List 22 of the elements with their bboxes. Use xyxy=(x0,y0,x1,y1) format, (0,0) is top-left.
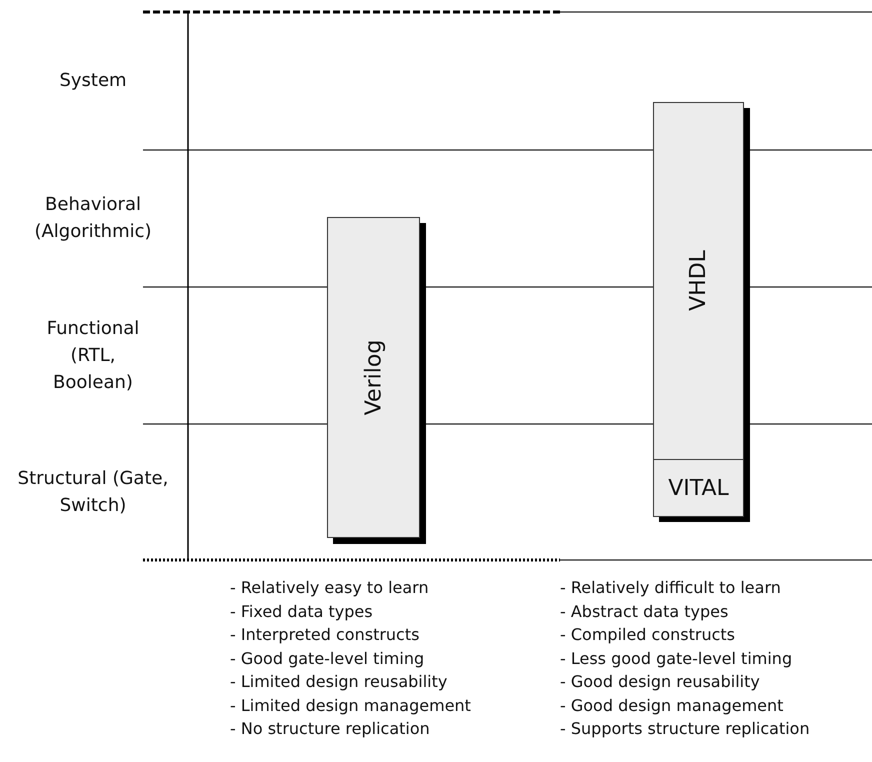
level-label: System xyxy=(59,68,127,92)
feature-item: - Limited design reusability xyxy=(230,672,448,692)
feature-item: - Relatively difficult to learn xyxy=(560,578,781,598)
feature-item: - Limited design management xyxy=(230,696,471,716)
bar-label: Verilog xyxy=(360,340,387,416)
feature-item: - Relatively easy to learn xyxy=(230,578,429,598)
level-label: Behavioral (Algorithmic) xyxy=(33,193,153,244)
feature-item: - Good design management xyxy=(560,696,784,716)
feature-item: - Compiled constructs xyxy=(560,625,735,645)
feature-item: - Abstract data types xyxy=(560,602,728,622)
feature-item: - Supports structure replication xyxy=(560,719,810,739)
sub-bar xyxy=(653,459,744,517)
level-label: Structural (Gate, Switch) xyxy=(16,467,170,518)
feature-item: - Good design reusability xyxy=(560,672,760,692)
feature-item: - No structure replication xyxy=(230,719,430,739)
feature-item: - Good gate-level timing xyxy=(230,648,424,668)
level-label: Functional (RTL, Boolean) xyxy=(46,316,140,394)
feature-item: - Fixed data types xyxy=(230,602,373,622)
bar-label: VHDL xyxy=(685,250,712,310)
feature-item: - Less good gate-level timing xyxy=(560,648,792,668)
bar-label: VITAL xyxy=(668,474,729,502)
feature-item: - Interpreted constructs xyxy=(230,625,420,645)
